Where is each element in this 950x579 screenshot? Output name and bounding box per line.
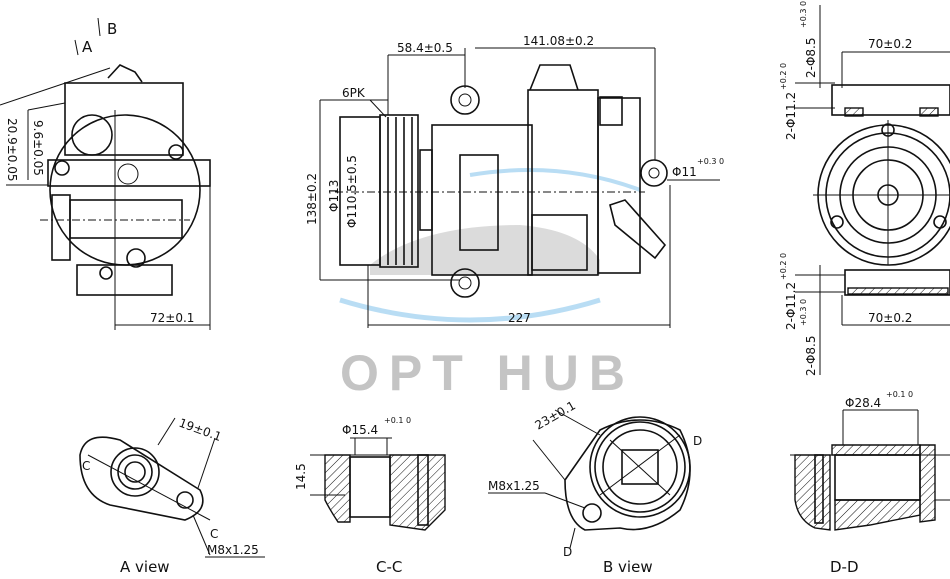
side-dim-width: 72±0.1 bbox=[150, 311, 194, 325]
a-view-detail bbox=[79, 417, 265, 558]
front-dim-pulley-inner-dia: Φ110.5±0.5 bbox=[345, 155, 359, 228]
end-top-hole-2-tol: +0.2 0 bbox=[779, 63, 788, 90]
view-arrow-b-label: B bbox=[107, 20, 117, 38]
front-dim-pulley-dia: Φ113 bbox=[327, 180, 341, 212]
a-view-section-mark-bottom: C bbox=[210, 527, 218, 541]
a-view-section-mark-top: C bbox=[82, 459, 90, 473]
view-arrow-a-label: A bbox=[82, 38, 93, 56]
side-dim-height-1: 20.9±0.05 bbox=[5, 118, 19, 182]
end-view bbox=[795, 5, 950, 375]
end-top-hole-2: 2-Φ11.2 bbox=[784, 92, 798, 140]
d-section-dim-dia: Φ28.4 bbox=[845, 396, 881, 410]
end-bottom-hole-2-tol: +0.3 0 bbox=[799, 299, 808, 326]
a-view-thread: M8x1.25 bbox=[207, 543, 259, 557]
front-dim-pulley-offset: 58.4±0.5 bbox=[397, 41, 453, 55]
b-view-dim: 23±0.1 bbox=[533, 398, 578, 432]
b-view-section-mark-top: D bbox=[693, 434, 702, 448]
a-view-title: A view bbox=[120, 558, 170, 576]
c-section-dim-depth: 14.5 bbox=[294, 463, 308, 490]
end-top-hole-1: 2-Φ8.5 bbox=[804, 38, 818, 79]
b-view-title: B view bbox=[603, 558, 653, 576]
end-top-hole-1-tol: +0.3 0 bbox=[799, 1, 808, 28]
c-section-title: C-C bbox=[376, 558, 402, 576]
c-section-dim-dia: Φ15.4 bbox=[342, 423, 378, 437]
front-dim-length: 227 bbox=[508, 311, 531, 325]
end-dim-bottom-span: 70±0.2 bbox=[868, 311, 912, 325]
front-view bbox=[319, 47, 720, 328]
end-bottom-hole-2: 2-Φ8.5 bbox=[804, 336, 818, 377]
b-view-detail bbox=[488, 409, 691, 549]
side-dim-height-2: 9.6±0.05 bbox=[31, 120, 45, 176]
front-dim-hole-dia: Φ11 bbox=[672, 165, 697, 179]
d-section-dim-dia-tol: +0.1 0 bbox=[886, 390, 913, 399]
front-dim-mount-span: 141.08±0.2 bbox=[523, 34, 594, 48]
d-section-title: D-D bbox=[830, 558, 859, 576]
a-view-dim: 19±0.1 bbox=[177, 416, 224, 444]
front-dim-hole-tol: +0.3 0 bbox=[697, 157, 724, 166]
c-section-detail bbox=[310, 437, 446, 531]
side-view bbox=[0, 17, 211, 330]
front-dim-height: 138±0.2 bbox=[305, 173, 319, 225]
c-section-dim-dia-tol: +0.1 0 bbox=[384, 416, 411, 425]
b-view-section-mark-bottom: D bbox=[563, 545, 572, 559]
d-section-detail bbox=[790, 409, 950, 531]
b-view-thread: M8x1.25 bbox=[488, 479, 540, 493]
belt-type-label: 6PK bbox=[342, 86, 366, 100]
end-dim-top-span: 70±0.2 bbox=[868, 37, 912, 51]
end-bottom-hole-1: 2-Φ11.2 bbox=[784, 282, 798, 330]
end-bottom-hole-1-tol: +0.2 0 bbox=[779, 253, 788, 280]
watermark-text: OPT HUB bbox=[340, 345, 635, 401]
